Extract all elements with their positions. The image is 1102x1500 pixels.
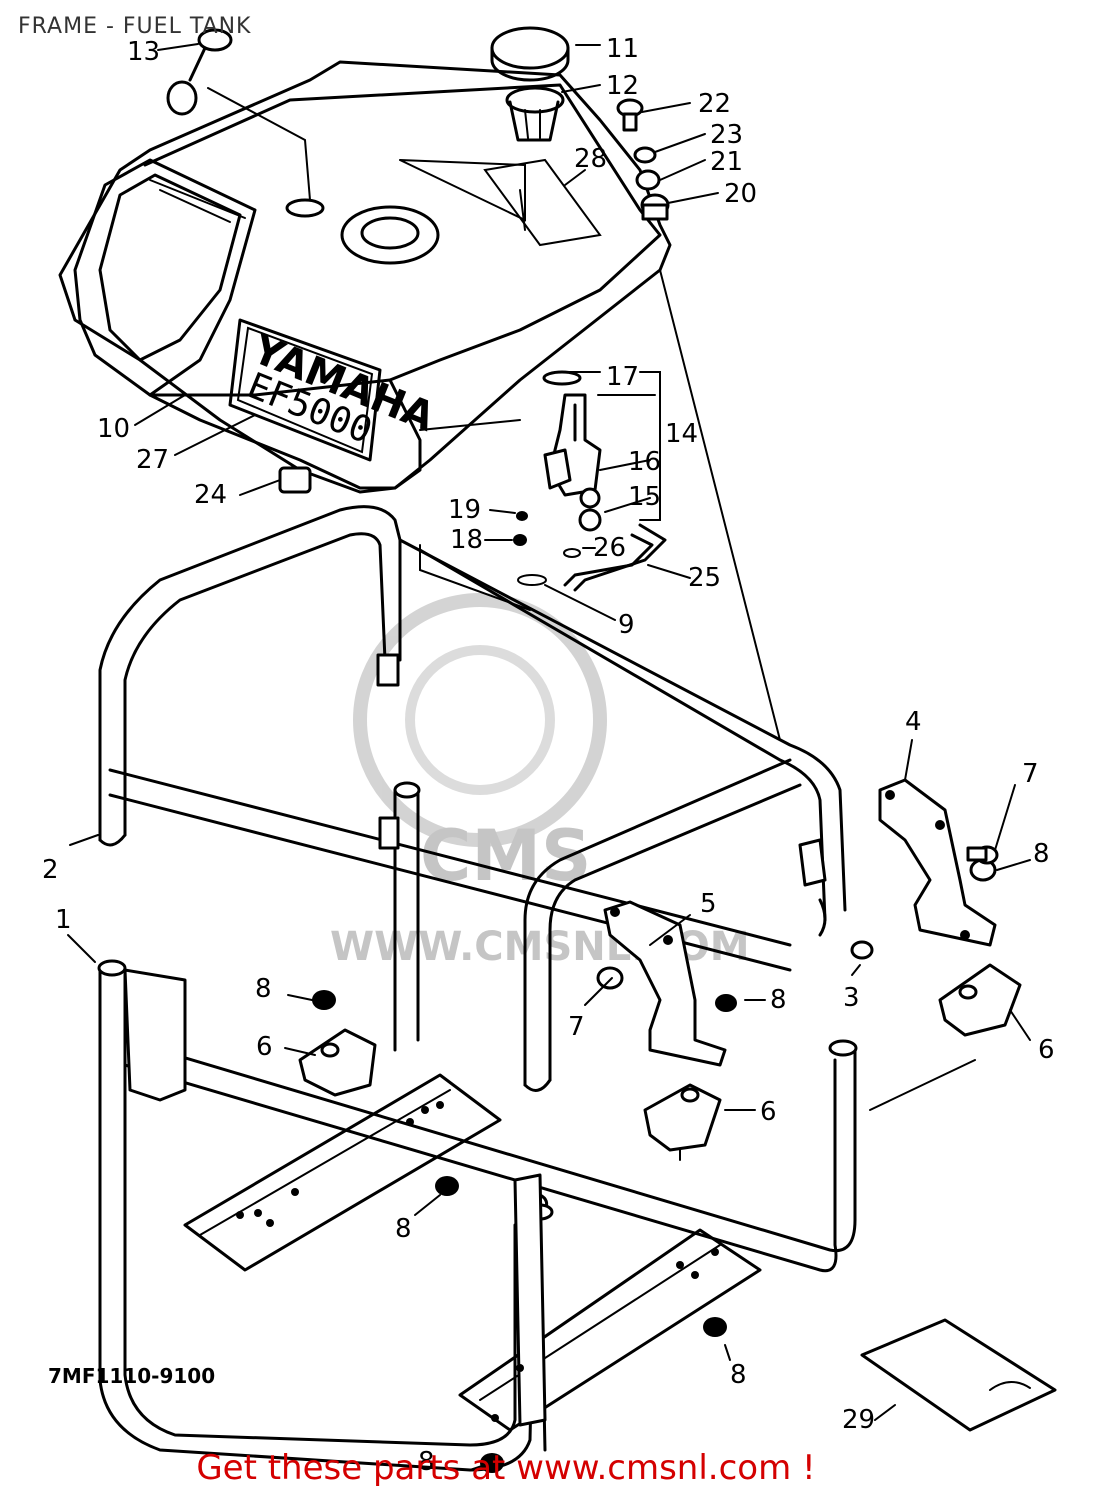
grommet-21: [635, 169, 661, 191]
callout-6-right: 6: [1038, 1035, 1055, 1065]
nut-8a: [312, 990, 336, 1010]
caution-label-plate: [483, 158, 602, 247]
callout-29: 29: [842, 1405, 875, 1435]
bracket-4: [878, 778, 997, 947]
callout-24: 24: [194, 480, 227, 510]
callout-25: 25: [688, 563, 721, 593]
callout-8-lower: 8: [730, 1360, 747, 1390]
damper-24: [278, 466, 312, 494]
callout-19: 19: [448, 495, 481, 525]
page-title: FRAME - FUEL TANK: [18, 14, 252, 39]
callout-labels: 11 12 13 22 23 28 21 20 17 14 10 16 27 1…: [42, 34, 1055, 1477]
callout-9: 9: [618, 610, 635, 640]
callout-8-mid: 8: [770, 985, 787, 1015]
callout-16: 16: [628, 447, 661, 477]
callout-12: 12: [606, 71, 639, 101]
callout-20: 20: [724, 179, 757, 209]
callout-17: 17: [606, 362, 639, 392]
callout-4: 4: [905, 707, 922, 737]
upper-frame-2: [98, 505, 847, 1092]
nut-8f: [480, 1453, 504, 1473]
washer-23: [633, 146, 657, 164]
lower-frame-1: [97, 959, 858, 1472]
callout-10: 10: [97, 414, 130, 444]
callout-8-base: 8: [395, 1214, 412, 1244]
nut-8b: [715, 994, 737, 1012]
tank-port: [285, 198, 325, 218]
callout-11: 11: [606, 34, 639, 64]
mount-6b: [643, 1083, 722, 1152]
washer-19: [516, 511, 528, 521]
bolt-7b: [596, 966, 624, 990]
fuel-cock-14: [543, 393, 602, 497]
owners-manual-29: [860, 1318, 1057, 1432]
callout-5: 5: [700, 889, 717, 919]
callout-6-mid: 6: [760, 1097, 777, 1127]
bolt-22: [616, 98, 644, 132]
screw-18: [513, 534, 527, 546]
fuel-hose-25: [573, 523, 667, 592]
callout-8-bottom: 8: [418, 1447, 435, 1477]
callout-22: 22: [698, 89, 731, 119]
callout-1: 1: [55, 905, 72, 935]
callout-28: 28: [574, 144, 607, 174]
callout-7-right: 7: [1022, 759, 1039, 789]
mount-6c: [938, 963, 1022, 1037]
clip-9: [517, 574, 547, 586]
callout-7-mid: 7: [568, 1012, 585, 1042]
nut-8e: [703, 1317, 727, 1337]
mount-6a: [298, 1028, 377, 1097]
fuel-cap-11: [490, 26, 570, 82]
footer-link-text[interactable]: Get these parts at www.cmsnl.com !: [196, 1448, 816, 1488]
footer-call-to-action[interactable]: Get these parts at www.cmsnl.com !: [0, 1448, 1102, 1488]
nut-8d: [435, 1176, 459, 1196]
callout-8-left: 8: [255, 974, 272, 1004]
callout-15: 15: [628, 482, 661, 512]
diagram-code: 7MF1110-9100: [48, 1364, 215, 1388]
bolt-3: [850, 940, 874, 960]
callout-26: 26: [593, 533, 626, 563]
bracket-5: [603, 900, 727, 1067]
callout-3: 3: [843, 983, 860, 1013]
callout-14: 14: [665, 419, 698, 449]
cap-chain-13: [166, 28, 233, 116]
callout-23: 23: [710, 120, 743, 150]
callout-21: 21: [710, 147, 743, 177]
oring-16: [579, 487, 601, 509]
leader-lines: [67, 43, 1031, 1471]
fuel-strainer-12: [505, 86, 565, 142]
callout-6-left: 6: [256, 1032, 273, 1062]
cup-15: [578, 508, 602, 532]
gasket-17: [542, 370, 582, 386]
hose-clip-26: [563, 548, 581, 558]
bolt-7a: [966, 845, 999, 865]
collar-20: [640, 193, 670, 221]
callout-27: 27: [136, 445, 169, 475]
callout-18: 18: [450, 525, 483, 555]
callout-8-right: 8: [1033, 839, 1050, 869]
callout-13: 13: [127, 37, 160, 67]
callout-2: 2: [42, 855, 59, 885]
